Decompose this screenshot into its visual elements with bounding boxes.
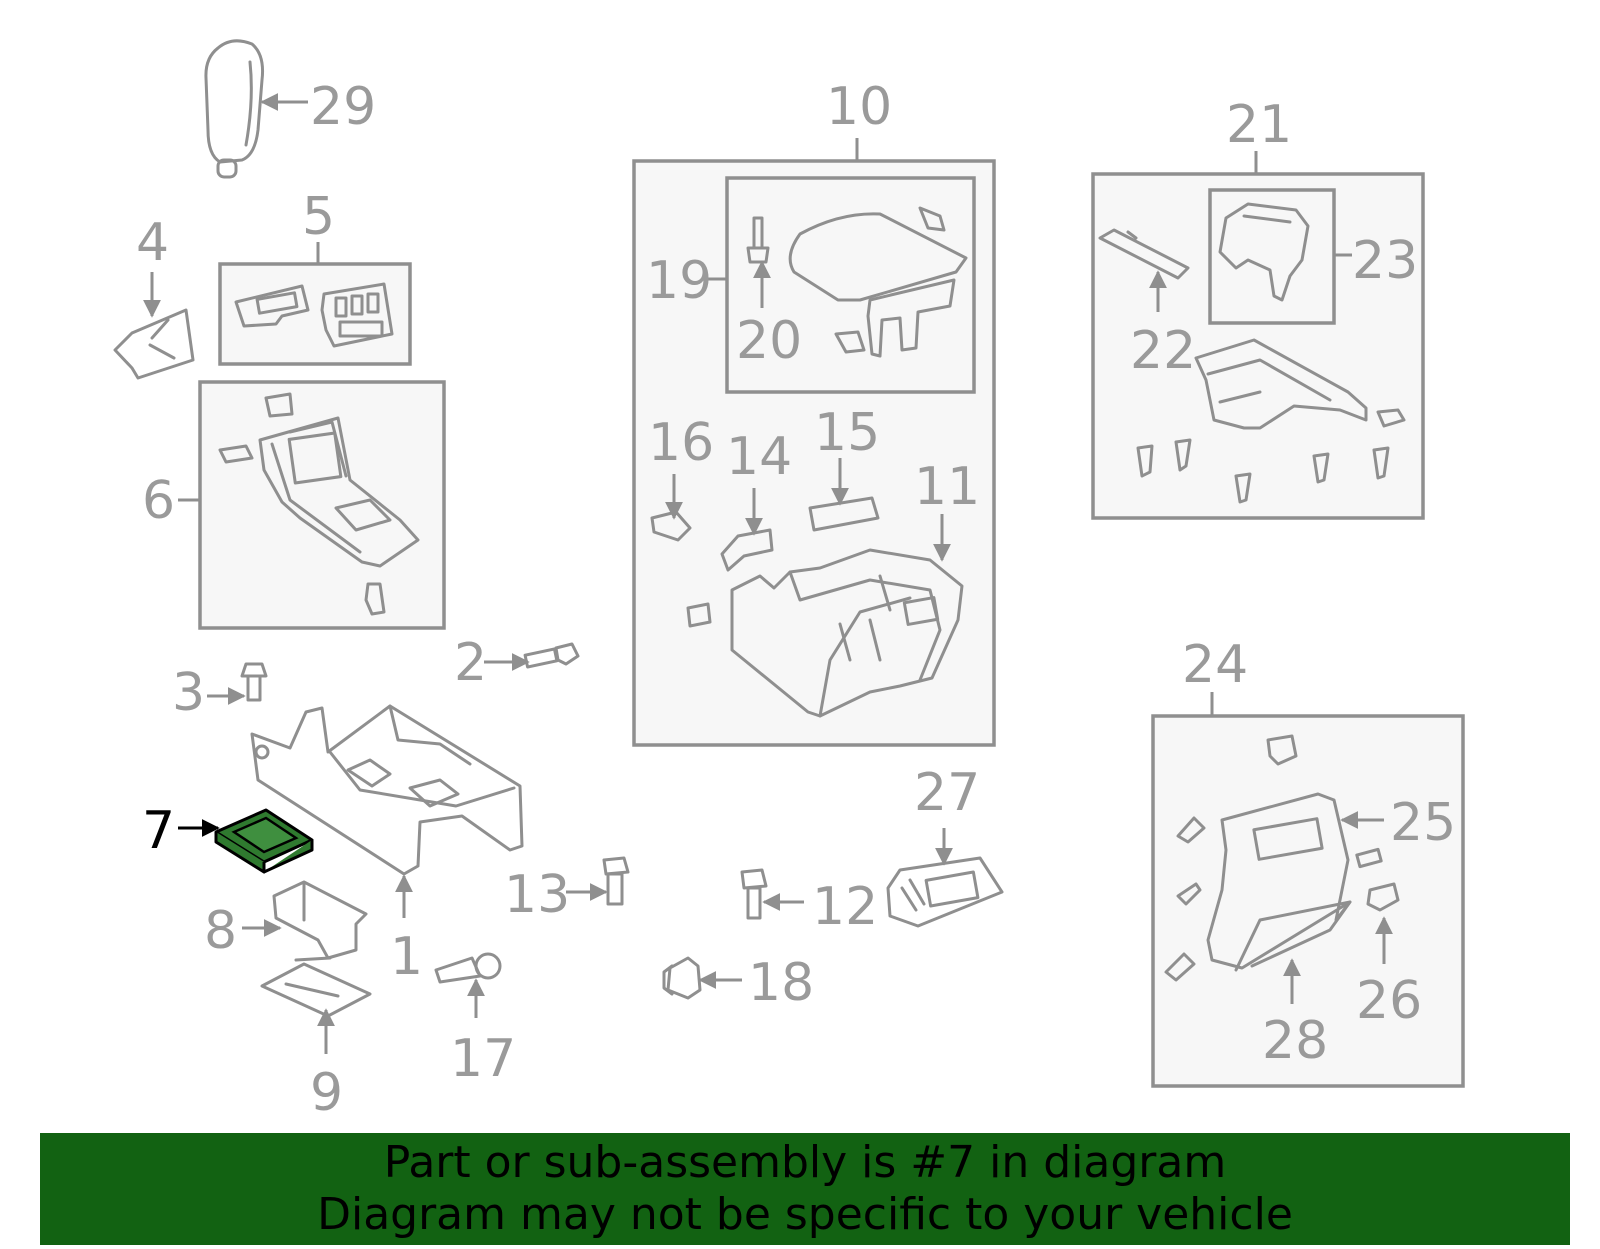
bolt-12-icon xyxy=(740,868,768,920)
banner-line-1: Part or sub-assembly is #7 in diagram xyxy=(383,1137,1227,1188)
callout-13: 13 xyxy=(504,865,570,925)
callout-2: 2 xyxy=(454,633,487,693)
callout-22: 22 xyxy=(1130,321,1196,381)
callout-15: 15 xyxy=(814,403,880,463)
callout-25: 25 xyxy=(1390,793,1456,853)
callout-10: 10 xyxy=(826,77,892,137)
switch-27-icon xyxy=(886,856,1004,928)
armrest-lid-icon xyxy=(788,206,968,358)
callout-26: 26 xyxy=(1356,971,1422,1031)
switch-panel-icon xyxy=(234,282,394,348)
callout-21: 21 xyxy=(1226,95,1292,155)
box-24 xyxy=(1151,714,1465,1088)
shift-knob-icon xyxy=(204,39,264,179)
callout-5: 5 xyxy=(302,187,335,247)
callout-28: 28 xyxy=(1262,1011,1328,1071)
callout-19: 19 xyxy=(646,251,712,311)
bolt-13-icon xyxy=(602,856,630,906)
callout-4: 4 xyxy=(136,213,169,273)
clip-18-icon xyxy=(662,956,702,1000)
box-5 xyxy=(218,262,412,366)
pad-15-icon xyxy=(808,496,880,532)
box-23 xyxy=(1208,188,1336,325)
callout-11: 11 xyxy=(914,457,980,517)
box-6 xyxy=(198,380,446,630)
callout-16: 16 xyxy=(648,413,714,473)
console-box-icon xyxy=(730,548,964,718)
mat-icon xyxy=(260,956,372,1018)
holder-23-icon xyxy=(1218,202,1310,302)
bracket-icon xyxy=(272,880,368,960)
callout-20: 20 xyxy=(736,311,802,371)
callout-29: 29 xyxy=(310,77,376,137)
shift-bezel-icon xyxy=(218,392,420,616)
pad-small-icon xyxy=(686,602,712,628)
callout-18: 18 xyxy=(748,953,814,1013)
info-banner: Part or sub-assembly is #7 in diagram Di… xyxy=(40,1133,1570,1245)
callout-23: 23 xyxy=(1352,231,1418,291)
bracket-21-icon xyxy=(1194,338,1406,430)
callout-14: 14 xyxy=(726,427,792,487)
callout-6: 6 xyxy=(142,471,175,531)
callout-17: 17 xyxy=(450,1029,516,1089)
callout-7: 7 xyxy=(142,801,175,861)
pad-14-icon xyxy=(720,528,774,572)
clip-17-icon xyxy=(434,952,502,984)
callout-3: 3 xyxy=(172,663,205,723)
clips-21-icon xyxy=(1136,438,1390,504)
screw-2-icon xyxy=(523,642,580,669)
console-body-icon xyxy=(250,704,524,876)
callout-24: 24 xyxy=(1182,635,1248,695)
strip-22-icon xyxy=(1098,228,1190,280)
callout-9: 9 xyxy=(310,1063,343,1123)
bolt-3-icon xyxy=(240,662,268,702)
rear-panel-icon xyxy=(1164,734,1400,982)
callout-12: 12 xyxy=(812,877,878,937)
storage-tray-icon xyxy=(214,808,314,874)
trim-panel-icon xyxy=(113,308,195,380)
callout-27: 27 xyxy=(914,763,980,823)
callout-1: 1 xyxy=(390,927,423,987)
banner-line-2: Diagram may not be specific to your vehi… xyxy=(317,1189,1293,1240)
callout-8: 8 xyxy=(204,901,237,961)
